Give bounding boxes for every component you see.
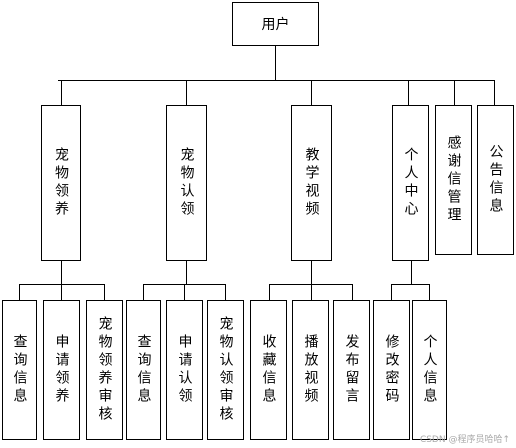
module-node-pet-claim: 宠物认领 [166,105,207,261]
module-node-thank-you-letters: 感谢信管理 [435,105,472,255]
module-node-personal-center: 个人中心 [392,105,429,261]
leaf-label: 个人信息 [421,334,438,406]
leaf-node: 宠物认领审核 [207,300,244,440]
leaf-label: 宠物领养审核 [96,316,113,424]
leaf-node: 发布留言 [333,300,370,440]
module-node-announcements: 公告信息 [477,105,514,255]
module-label: 感谢信管理 [445,135,462,225]
leaf-node: 收藏信息 [250,300,287,440]
leaf-label: 收藏信息 [260,334,277,406]
watermark-text: CSDN @程序员哈哈↑ [419,435,510,445]
leaf-label: 查询信息 [11,334,28,406]
root-node-user: 用户 [232,2,319,46]
leaf-node: 查询信息 [2,300,37,440]
module-label: 个人中心 [402,147,419,219]
leaf-node: 修改密码 [373,300,410,440]
leaf-label: 播放视频 [302,334,319,406]
module-label: 教学视频 [303,147,320,219]
leaf-label: 发布留言 [343,334,360,406]
module-node-teaching-video: 教学视频 [291,105,332,261]
leaf-label: 宠物认领审核 [217,316,234,424]
module-label: 宠物认领 [178,147,195,219]
leaf-label: 修改密码 [383,334,400,406]
leaf-label: 查询信息 [135,334,152,406]
leaf-label: 申请领养 [53,334,70,406]
leaf-node: 申请认领 [166,300,203,440]
leaf-node: 播放视频 [292,300,329,440]
leaf-node: 申请领养 [43,300,80,440]
leaf-node: 个人信息 [412,300,447,440]
root-node-label: 用户 [261,17,290,33]
module-label: 宠物领养 [53,147,69,219]
module-label: 公告信息 [487,144,504,216]
leaf-node: 宠物领养审核 [86,300,123,440]
leaf-label: 申请认领 [176,334,193,406]
module-node-pet-adoption: 宠物领养 [41,105,81,261]
leaf-node: 查询信息 [126,300,161,440]
